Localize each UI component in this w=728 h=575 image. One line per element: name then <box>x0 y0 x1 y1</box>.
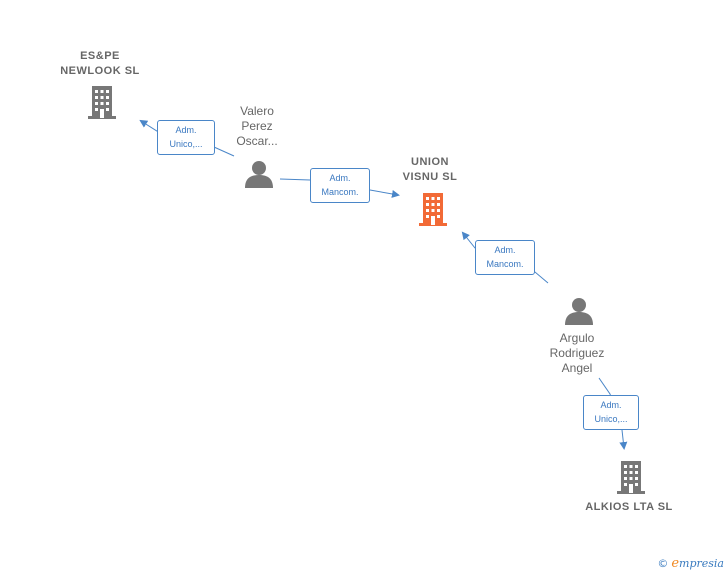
company-label-espe[interactable]: ES&PE NEWLOOK SL <box>45 49 155 79</box>
edge-role-line1: Adm. <box>329 173 351 183</box>
building-icon[interactable] <box>615 459 647 495</box>
company-label-alkios[interactable]: ALKIOS LTA SL <box>574 500 684 515</box>
person-label-valero[interactable]: Valero Perez Oscar... <box>218 104 296 149</box>
copyright-symbol: © <box>657 557 669 570</box>
edge-role-line1: Adm. <box>600 400 622 410</box>
company-name-line1: ALKIOS LTA SL <box>585 501 673 513</box>
person-icon[interactable] <box>244 159 274 189</box>
company-name-line1: ES&PE <box>80 50 120 62</box>
brand-logo: ©empresia <box>657 556 724 571</box>
company-label-union[interactable]: UNION VISNU SL <box>380 155 480 185</box>
person-name-line3: Oscar... <box>236 134 278 148</box>
brand-initial: e <box>671 556 680 571</box>
focus-building-icon[interactable] <box>417 191 449 227</box>
edge-role-line2: Mancom. <box>486 259 524 269</box>
edge-label-valero-espe[interactable]: Adm. Unico,... <box>157 120 215 155</box>
edge-label-argulo-union[interactable]: Adm. Mancom. <box>475 240 535 275</box>
person-name-line2: Perez <box>241 119 273 133</box>
person-name-line3: Angel <box>561 361 593 375</box>
edge-role-line1: Adm. <box>175 125 197 135</box>
company-name-line2: VISNU SL <box>402 171 458 183</box>
edge-role-line2: Unico,... <box>169 139 203 149</box>
company-name-line2: NEWLOOK SL <box>60 65 140 77</box>
person-name-line2: Rodriguez <box>549 346 605 360</box>
edge-role-line2: Mancom. <box>321 187 359 197</box>
person-name-line1: Argulo <box>559 331 595 345</box>
building-icon[interactable] <box>86 84 118 120</box>
person-name-line1: Valero <box>240 104 274 118</box>
person-icon[interactable] <box>564 296 594 326</box>
edge-label-valero-union[interactable]: Adm. Mancom. <box>310 168 370 203</box>
edge-label-argulo-alkios[interactable]: Adm. Unico,... <box>583 395 639 430</box>
edge-role-line1: Adm. <box>494 245 516 255</box>
person-label-argulo[interactable]: Argulo Rodriguez Angel <box>537 331 617 376</box>
company-name-line1: UNION <box>411 156 449 168</box>
edge-role-line2: Unico,... <box>594 414 628 424</box>
brand-name: mpresia <box>679 557 724 570</box>
